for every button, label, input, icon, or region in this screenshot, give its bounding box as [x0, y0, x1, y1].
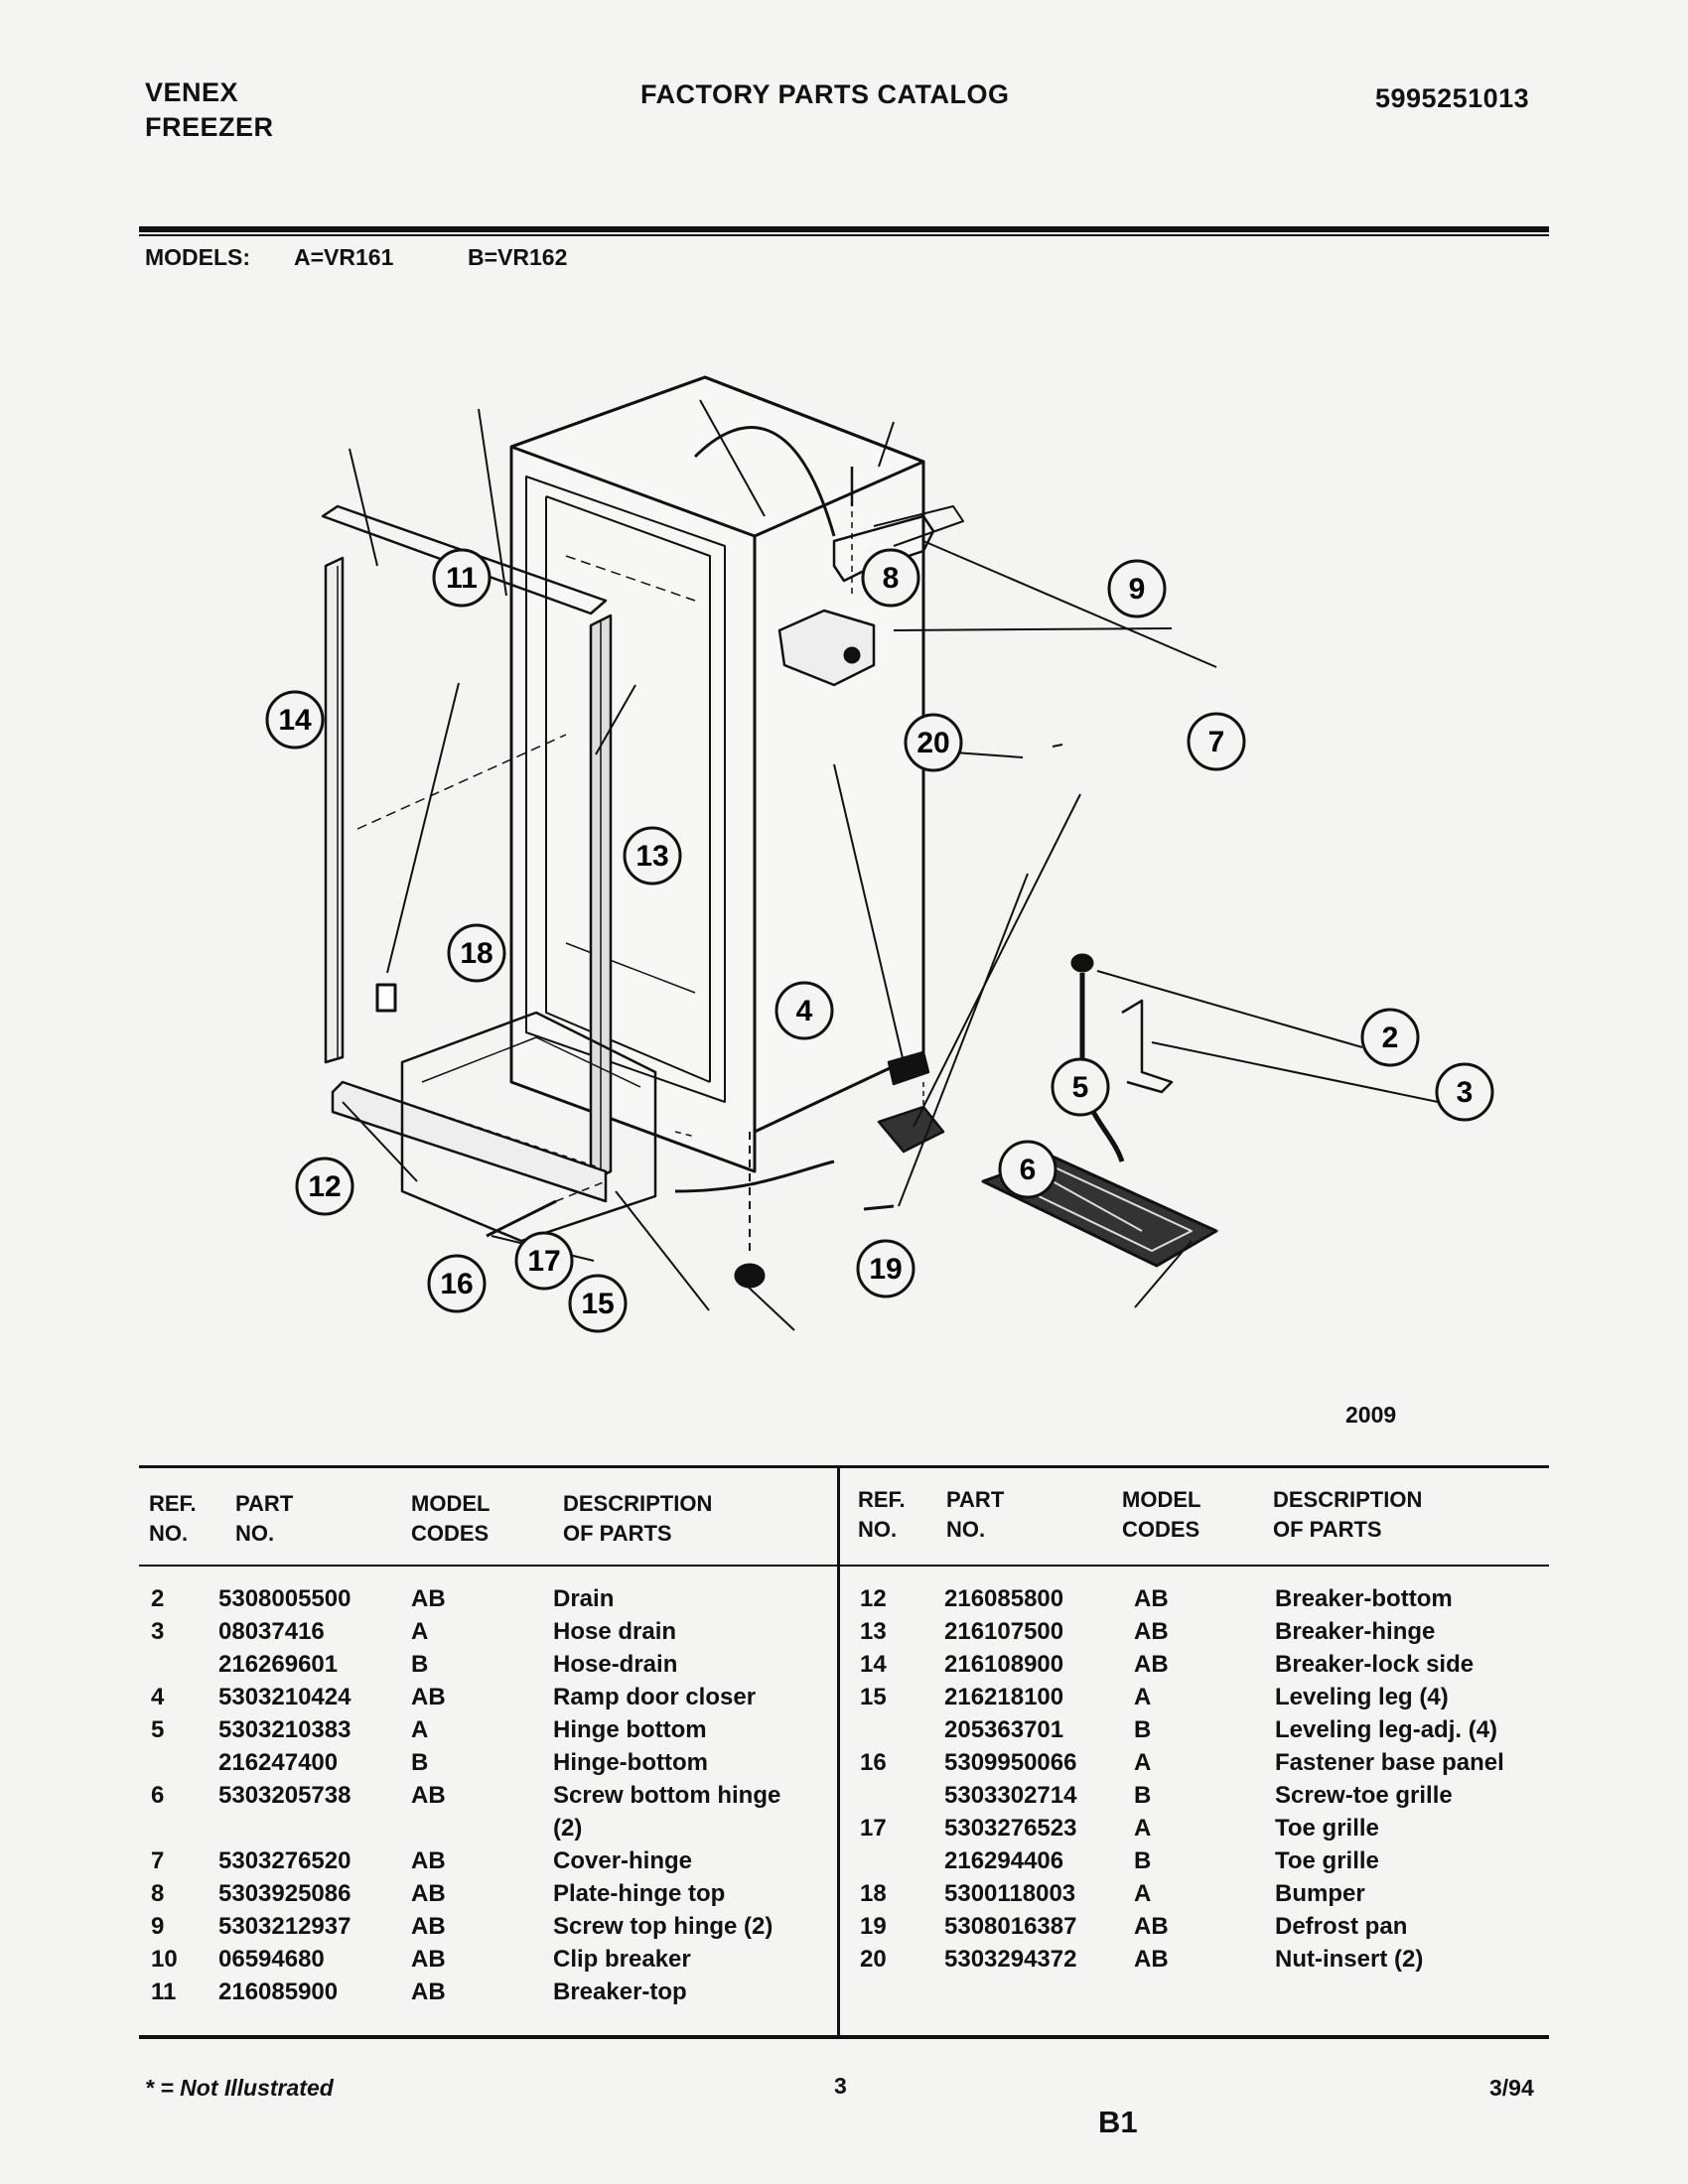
svg-text:7: 7	[1208, 726, 1225, 758]
cabinet-body	[509, 375, 925, 1173]
cover-hinge	[777, 609, 876, 687]
table-rule-top	[139, 1465, 1549, 1468]
product-type: FREEZER	[145, 112, 274, 142]
svg-text:17: 17	[527, 1245, 560, 1278]
callout-15: 15	[568, 1274, 628, 1333]
bumper	[375, 983, 397, 1013]
breaker-top-strip	[321, 504, 608, 615]
callout-13: 13	[623, 826, 682, 886]
table-rule-header	[139, 1565, 1549, 1567]
breaker-lock-side	[324, 556, 345, 1064]
header-rule	[139, 226, 1549, 232]
catalog-date: 3/94	[1489, 2075, 1534, 2101]
svg-text:16: 16	[440, 1268, 473, 1300]
svg-text:4: 4	[796, 995, 813, 1027]
diagram-code: 2009	[1345, 1402, 1397, 1428]
header-rule-thin	[139, 234, 1549, 236]
callout-8: 8	[861, 548, 920, 608]
callout-3: 3	[1435, 1062, 1494, 1122]
header-ref-no-right: REF.NO.	[858, 1487, 906, 1542]
ramp-door-closer	[887, 1050, 930, 1086]
svg-text:9: 9	[1129, 573, 1146, 606]
svg-text:6: 6	[1020, 1154, 1037, 1186]
svg-text:2: 2	[1382, 1022, 1399, 1054]
callout-20: 20	[904, 713, 963, 772]
svg-text:12: 12	[308, 1170, 341, 1203]
callout-18: 18	[447, 923, 506, 983]
callout-5: 5	[1051, 1057, 1110, 1117]
callout-19: 19	[856, 1239, 915, 1298]
section-code: B1	[1098, 2105, 1138, 2139]
callout-12: 12	[295, 1157, 354, 1216]
callout-17: 17	[514, 1231, 574, 1291]
model-a: A=VR161	[294, 244, 394, 270]
toe-grille	[400, 1011, 657, 1243]
svg-text:19: 19	[869, 1253, 902, 1286]
header-ref-no-left: REF.NO.	[149, 1491, 197, 1546]
leveling-leg	[734, 1263, 766, 1289]
callout-14: 14	[265, 690, 325, 750]
callout-7: 7	[1187, 712, 1246, 771]
cabinet-top-edge	[510, 375, 925, 538]
svg-text:8: 8	[883, 562, 900, 595]
svg-text:15: 15	[581, 1288, 614, 1320]
drain	[1070, 953, 1094, 973]
callout-9: 9	[1107, 559, 1167, 618]
models-label: MODELS:	[145, 244, 251, 270]
table-column-divider	[837, 1465, 840, 2039]
exploded-parts-diagram: 2 3 4 5 6 7 8 9	[265, 375, 1494, 1333]
not-illustrated-note: * = Not Illustrated	[145, 2075, 334, 2101]
callout-4: 4	[774, 981, 834, 1040]
svg-text:11: 11	[446, 562, 478, 595]
page-title: FACTORY PARTS CATALOG	[640, 79, 1010, 109]
bottom-hinge-screw	[863, 1204, 895, 1211]
toe-grille-screw	[486, 1199, 557, 1238]
brand-block: VENEX FREEZER	[145, 75, 274, 145]
callout-11: 11	[432, 548, 492, 608]
svg-text:5: 5	[1072, 1071, 1089, 1104]
svg-text:18: 18	[460, 937, 492, 970]
models-line: MODELS: A=VR161 B=VR162	[145, 244, 567, 271]
hose-drain-bracket	[1121, 999, 1174, 1094]
brand-name: VENEX	[145, 77, 239, 107]
svg-text:14: 14	[278, 704, 312, 737]
cabinet-opening	[510, 445, 756, 538]
hinge-bottom	[877, 1105, 945, 1154]
svg-text:3: 3	[1457, 1076, 1474, 1109]
svg-text:13: 13	[635, 840, 668, 873]
catalog-number: 5995251013	[1375, 83, 1530, 113]
svg-text:20: 20	[916, 727, 949, 759]
callout-16: 16	[427, 1254, 487, 1313]
callout-6: 6	[998, 1140, 1057, 1199]
table-rule-bottom	[139, 2035, 1549, 2039]
cabinet-liner	[525, 476, 726, 1103]
callout-2: 2	[1360, 1008, 1420, 1067]
page-number: 3	[834, 2073, 847, 2099]
model-b: B=VR162	[468, 244, 568, 270]
